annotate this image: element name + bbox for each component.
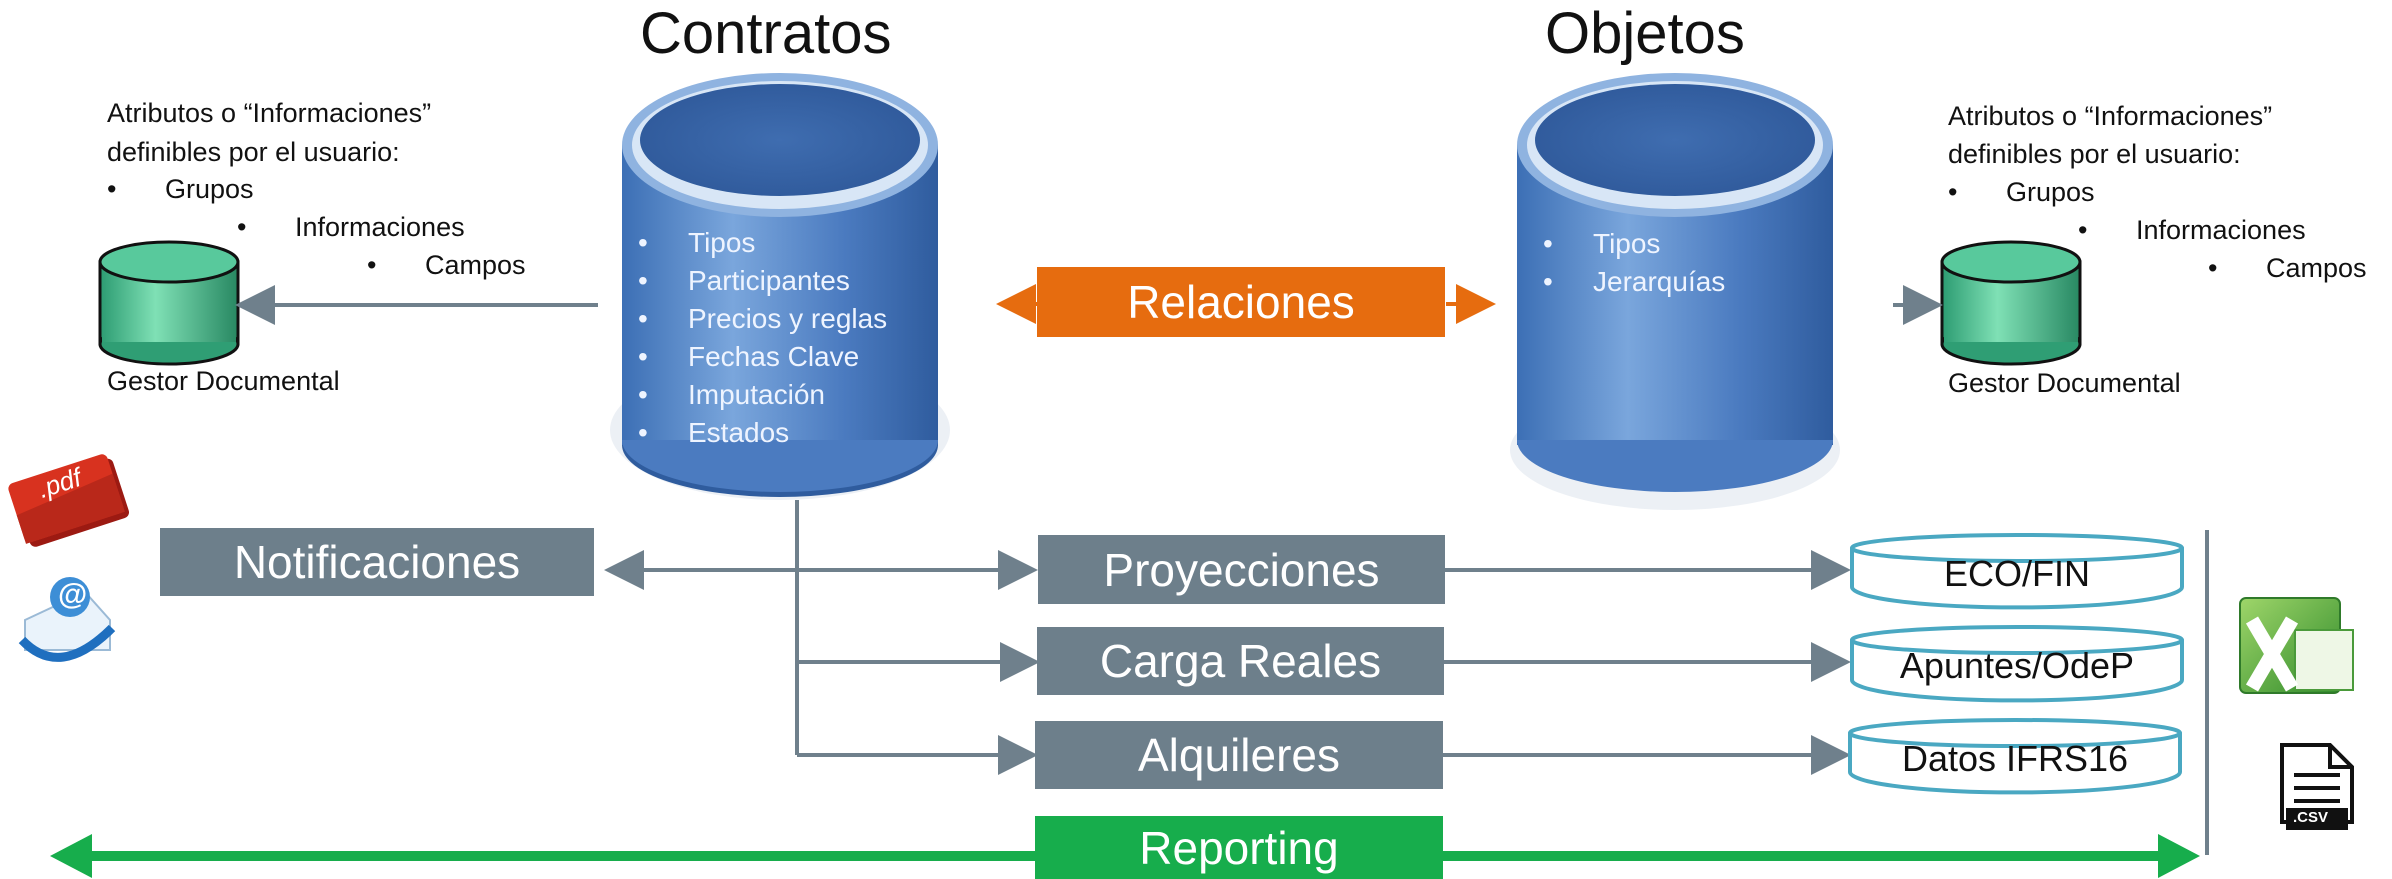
datos-ifrs16-label: Datos IFRS16 — [1901, 738, 2129, 779]
note-bullet-level3: •Campos — [367, 250, 526, 280]
objetos-database — [1510, 73, 1840, 510]
objetos-items-list: •Tipos •Jerarquías — [1535, 225, 1725, 301]
note-bullet-level2: •Informaciones — [2078, 215, 2306, 245]
alquileres-box: Alquileres — [1035, 721, 1443, 789]
proyecciones-box: Proyecciones — [1038, 535, 1445, 604]
excel-icon — [2239, 597, 2354, 694]
email-icon-symbol: @ — [58, 578, 88, 611]
list-item: •Fechas Clave — [638, 341, 860, 372]
pdf-icon — [8, 454, 130, 547]
list-item: •Tipos — [1543, 228, 1661, 259]
list-item: •Estados — [638, 417, 790, 448]
list-item: •Tipos — [638, 227, 756, 258]
note-line: definibles por el usuario: — [1948, 139, 2241, 169]
csv-icon — [2280, 743, 2354, 830]
notificaciones-box: Notificaciones — [160, 528, 594, 596]
note-bullet-level2: •Informaciones — [237, 212, 465, 242]
carga-reales-box: Carga Reales — [1037, 627, 1444, 695]
list-item: •Precios y reglas — [638, 303, 888, 334]
gestor-documental-left-label: Gestor Documental — [107, 366, 340, 396]
list-item: •Jerarquías — [1543, 266, 1726, 297]
note-bullet-level3: •Campos — [2208, 253, 2367, 283]
gestor-documental-right-label: Gestor Documental — [1948, 368, 2181, 398]
objetos-title: Objetos — [1545, 1, 1745, 66]
reporting-box: Reporting — [1035, 816, 1443, 879]
apuntes-odep-label: Apuntes/OdeP — [1899, 645, 2135, 686]
target-cylinders — [1848, 533, 2184, 795]
relaciones-box: Relaciones — [1037, 267, 1445, 337]
contratos-title: Contratos — [640, 1, 892, 66]
left-attributes-note: Atributos o “Informaciones” definibles p… — [0, 0, 560, 400]
email-icon — [18, 577, 116, 662]
csv-icon-label: .CSV — [2293, 809, 2329, 826]
contratos-items-list: •Tipos •Participantes •Precios y reglas … — [630, 224, 887, 452]
right-attributes-note: Atributos o “Informaciones” definibles p… — [0, 0, 2392, 400]
note-bullet-level1: •Grupos — [1948, 177, 2095, 207]
list-item: •Imputación — [638, 379, 825, 410]
list-item: •Participantes — [638, 265, 850, 296]
note-line: Atributos o “Informaciones” — [1948, 101, 2273, 131]
connectors — [235, 285, 2209, 855]
gestor-documental-left-icon — [98, 240, 240, 366]
contratos-database — [610, 73, 950, 500]
note-line: Atributos o “Informaciones” — [107, 98, 432, 128]
note-line: definibles por el usuario: — [107, 137, 400, 167]
gestor-documental-right-icon — [1940, 240, 2082, 366]
eco-fin-label: ECO/FIN — [1943, 553, 2090, 594]
note-bullet-level1: •Grupos — [107, 174, 254, 204]
